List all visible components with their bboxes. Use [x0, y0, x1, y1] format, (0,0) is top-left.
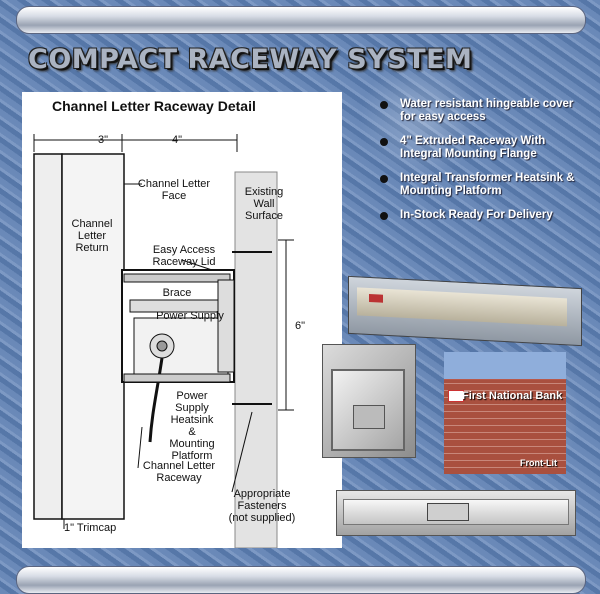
- sticker-icon: [369, 293, 383, 303]
- raceway-diagram: [33, 134, 294, 548]
- feature-item: Water resistant hingeable cover for easy…: [378, 98, 578, 124]
- transformer-unit: [427, 503, 469, 521]
- label-trimcap: 1" Trimcap: [64, 522, 117, 534]
- dim-4-inch: 4": [171, 134, 183, 146]
- transformer-box: [353, 405, 385, 429]
- feature-list: Water resistant hingeable cover for easy…: [378, 98, 578, 233]
- diagram-title: Channel Letter Raceway Detail: [52, 98, 256, 114]
- bullet-icon: [380, 212, 388, 220]
- bottom-decorative-bar: [16, 566, 586, 594]
- label-power-supply: Power Supply: [156, 310, 224, 322]
- label-brace: Brace: [162, 287, 192, 299]
- raceway-detail-panel: Channel Letter Raceway Detail: [22, 92, 342, 548]
- bullet-icon: [380, 175, 388, 183]
- raceway-photo-top: [348, 275, 582, 347]
- page-title: COMPACT RACEWAY SYSTEM: [28, 44, 473, 75]
- dim-3-inch: 3": [97, 134, 109, 146]
- feature-item: Integral Transformer Heatsink & Mounting…: [378, 172, 578, 198]
- top-decorative-bar: [16, 6, 586, 34]
- bullet-icon: [380, 138, 388, 146]
- sign-text: First National Bank: [462, 390, 563, 402]
- flag-icon: [448, 390, 464, 402]
- dim-6-inch: 6": [294, 320, 306, 332]
- bank-sign-photo: First National Bank Front-Lit: [444, 352, 566, 474]
- feature-item: In-Stock Ready For Delivery: [378, 209, 578, 222]
- raceway-photo-open: [322, 344, 416, 458]
- raceway-lid-surface: [357, 287, 567, 327]
- brick-wall: [444, 380, 566, 474]
- sign-caption: Front-Lit: [520, 458, 557, 468]
- bullet-icon: [380, 101, 388, 109]
- raceway-photo-bottom: [336, 490, 576, 536]
- feature-item: 4" Extruded Raceway With Integral Mounti…: [378, 135, 578, 161]
